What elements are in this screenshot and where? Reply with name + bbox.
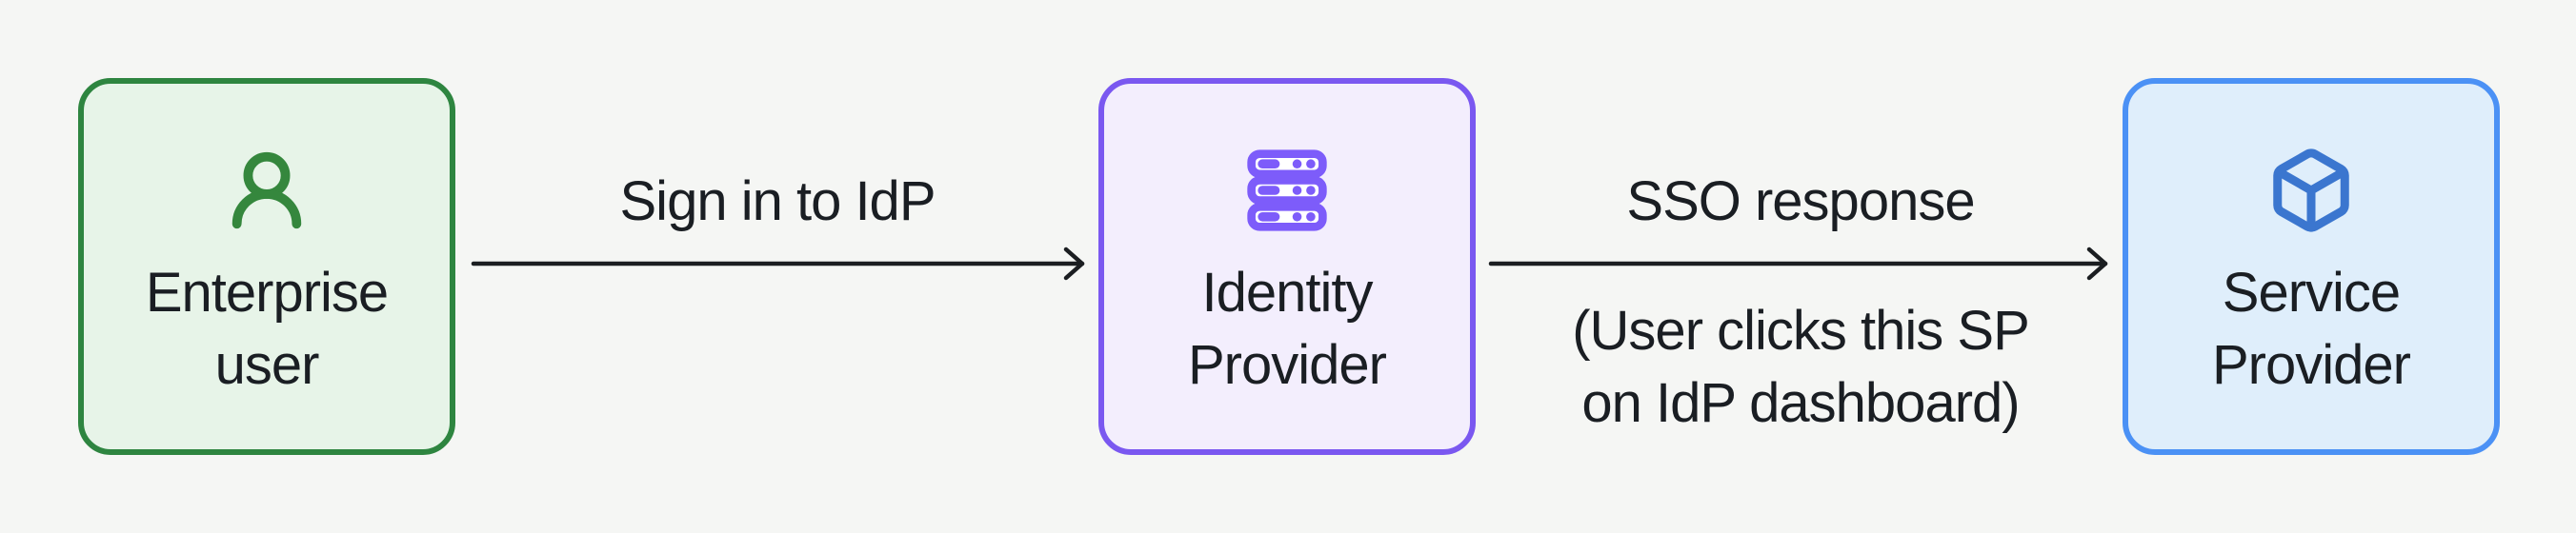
node-identity-provider: Identity Provider [1098, 78, 1476, 455]
arrow-signin-to-idp [471, 247, 1085, 281]
edge-label-sso-response: SSO response [1626, 170, 1975, 232]
node-label-line: Identity [1201, 262, 1373, 324]
arrow-sso-response [1488, 247, 2108, 281]
node-label-service-provider: Service Provider [2212, 257, 2411, 402]
node-label-enterprise-user: Enterprise user [145, 257, 389, 402]
node-label-line: Provider [1188, 334, 1387, 396]
edge-sublabel-line: (User clicks this SP [1572, 300, 2030, 362]
node-icon-wrap [1243, 147, 1331, 234]
node-icon-wrap [2266, 147, 2356, 234]
node-label-line: Service [2222, 262, 2401, 324]
server-stack-icon [1247, 149, 1327, 231]
node-label-identity-provider: Identity Provider [1188, 257, 1387, 402]
edge-sublabel-user-clicks-sp: (User clicks this SP on IdP dashboard) [1372, 295, 2229, 440]
node-label-line: Provider [2212, 334, 2411, 396]
node-label-line: Enterprise [145, 262, 389, 324]
node-icon-wrap [222, 147, 312, 234]
node-service-provider: Service Provider [2123, 78, 2500, 455]
node-enterprise-user: Enterprise user [78, 78, 455, 455]
edge-label-sign-in-to-idp: Sign in to IdP [619, 170, 936, 232]
node-label-line: user [214, 334, 320, 396]
cube-icon [2273, 148, 2349, 232]
user-icon [231, 151, 302, 229]
edge-sublabel-line: on IdP dashboard) [1581, 372, 2020, 434]
